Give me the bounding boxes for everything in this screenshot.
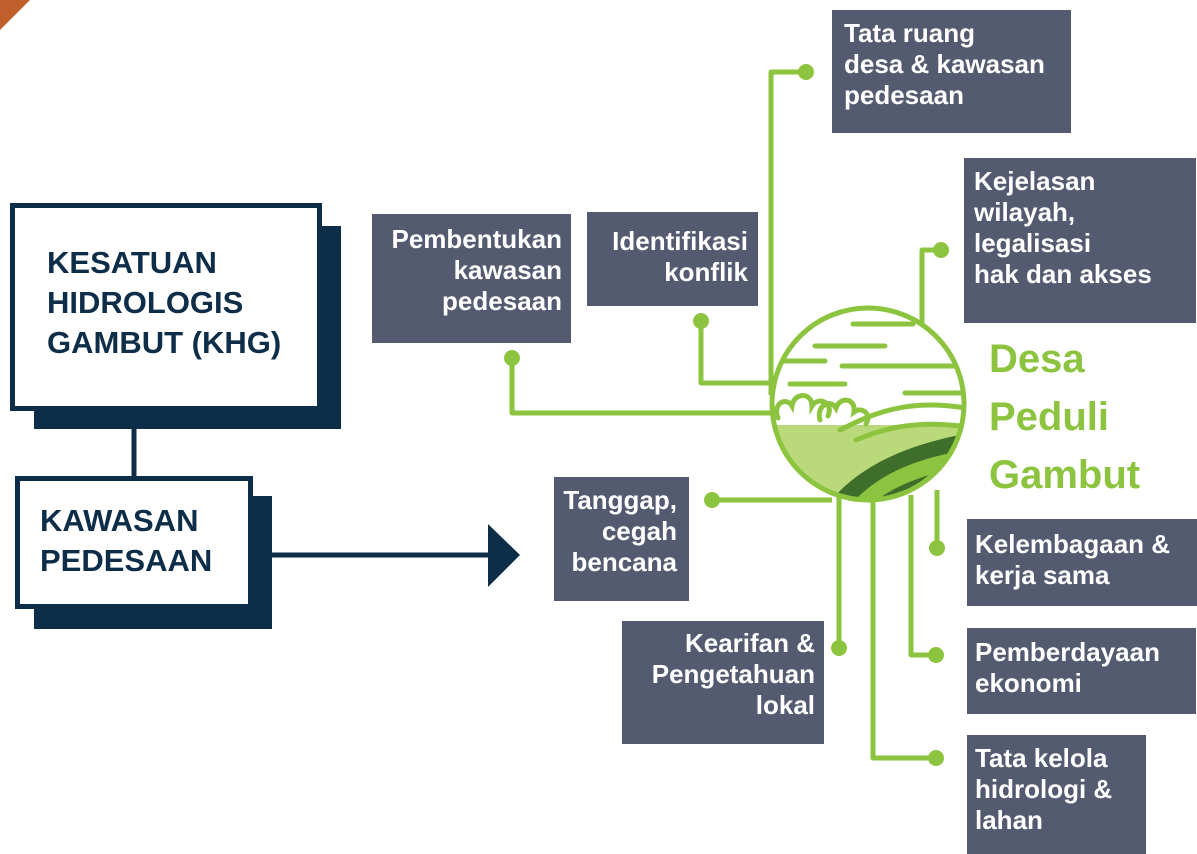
khg-line: HIDROLOGIS [47, 285, 244, 320]
connector-pembentukan [509, 358, 778, 416]
label-tanggap: Tanggap, cegah bencana [554, 477, 689, 601]
label-line: hak dan akses [974, 259, 1152, 289]
label-line: wilayah, [974, 197, 1076, 227]
dot-tata-ruang [798, 64, 814, 80]
label-identifikasi: Identifikasi konflik [587, 212, 758, 306]
peat-village-landscape-icon [769, 305, 967, 503]
label-line: Tata kelola [975, 743, 1108, 773]
label-line: hidrologi & [975, 774, 1113, 804]
title-line: Peduli [989, 395, 1110, 439]
khg-line: KESATUAN [47, 245, 217, 280]
label-line: bencana [571, 547, 678, 577]
label-kejelasan: Kejelasan wilayah, legalisasi hak dan ak… [964, 158, 1196, 323]
dot-kejelasan [933, 242, 949, 258]
kawasan-line: KAWASAN [40, 503, 199, 538]
label-line: Pengetahuan [651, 659, 815, 689]
khg-box: KESATUAN HIDROLOGIS GAMBUT (KHG) [10, 203, 322, 411]
connector-identifikasi [698, 321, 790, 386]
label-line: desa & kawasan [844, 49, 1045, 79]
title-line: Gambut [989, 453, 1141, 497]
label-line: Identifikasi [612, 226, 748, 256]
label-line: Kejelasan [974, 166, 1096, 196]
label-tata-kelola: Tata kelola hidrologi & lahan [967, 735, 1146, 854]
dot-kearifan [831, 640, 847, 656]
label-line: Kearifan & [684, 628, 815, 658]
desa-peduli-gambut-title: Desa Peduli Gambut [989, 330, 1140, 504]
label-line: konflik [664, 257, 748, 287]
label-line: kawasan [453, 255, 562, 285]
label-line: Tanggap, [563, 485, 677, 515]
connector-tata-kelola [870, 495, 936, 761]
kawasan-pedesaan-box: KAWASAN PEDESAAN [15, 476, 253, 609]
kawasan-line: PEDESAAN [40, 543, 213, 578]
khg-line: GAMBUT (KHG) [47, 325, 282, 360]
label-kelembagaan: Kelembagaan & kerja sama [967, 519, 1197, 606]
corner-decoration [0, 0, 30, 30]
arrow-head-icon [488, 524, 520, 587]
dot-pembentukan [504, 350, 520, 366]
dot-tanggap [704, 492, 720, 508]
label-line: cegah [601, 516, 677, 546]
connector-pemberdayaan [908, 495, 936, 658]
dot-kelembagaan [929, 540, 945, 556]
label-line: legalisasi [974, 228, 1092, 258]
dot-identifikasi [693, 313, 709, 329]
connector-kejelasan [919, 247, 941, 325]
label-line: lokal [755, 690, 815, 720]
label-line: Pemberdayaan [975, 637, 1160, 667]
label-pemberdayaan: Pemberdayaan ekonomi [967, 628, 1196, 714]
label-tata-ruang: Tata ruang desa & kawasan pedesaan [832, 10, 1071, 133]
label-line: Tata ruang [844, 18, 975, 48]
label-pembentukan: Pembentukan kawasan pedesaan [372, 214, 571, 343]
label-line: lahan [975, 805, 1043, 835]
connector-tata-ruang [768, 69, 806, 395]
label-line: pedesaan [844, 80, 964, 110]
dot-pemberdayaan [928, 647, 944, 663]
label-line: pedesaan [442, 286, 562, 316]
label-line: ekonomi [975, 668, 1082, 698]
label-kearifan: Kearifan & Pengetahuan lokal [622, 621, 824, 744]
dot-tata-kelola [928, 750, 944, 766]
label-line: kerja sama [975, 560, 1110, 590]
label-line: Kelembagaan & [975, 529, 1171, 559]
title-line: Desa [989, 337, 1085, 381]
label-line: Pembentukan [391, 224, 563, 254]
